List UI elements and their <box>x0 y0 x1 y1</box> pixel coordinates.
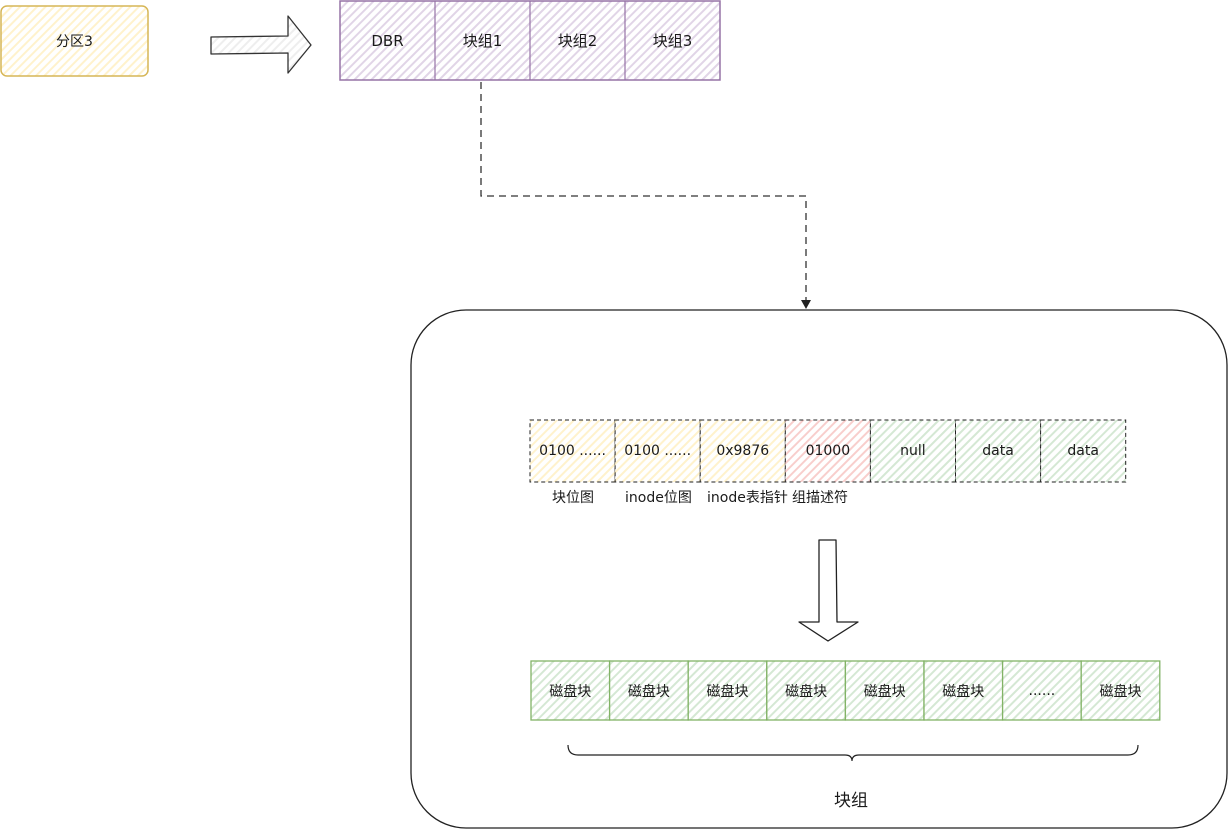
top-row <box>339 0 721 81</box>
disk-block-label: 磁盘块 <box>942 683 985 700</box>
top-row-cell-group3[interactable]: 块组3 <box>652 32 693 50</box>
disk-block-label: 磁盘块 <box>1099 683 1142 700</box>
disk-block-label: 磁盘块 <box>627 683 670 700</box>
detail-cell-label: 01000 <box>805 443 851 459</box>
detail-cell-label: 0100 ...... <box>539 443 606 459</box>
block-group-detail-row <box>529 419 1127 483</box>
detail-cell-box <box>1040 419 1127 483</box>
disk-block-box <box>1001 660 1082 721</box>
top-row-cell-group1[interactable]: 块组1 <box>462 32 503 50</box>
detail-cell-caption: 块位图 <box>552 490 594 506</box>
disk-block-box <box>923 660 1004 721</box>
detail-cell-label: data <box>1067 443 1099 459</box>
disk-block-box <box>687 660 768 721</box>
disk-block-label: 磁盘块 <box>706 683 749 700</box>
disk-block-box <box>1080 660 1161 721</box>
partition-label: 分区3 <box>56 34 93 50</box>
disk-block-label: 磁盘块 <box>863 683 906 700</box>
detail-cell-caption: 组描述符 <box>792 490 848 506</box>
group-brace <box>567 744 1139 762</box>
detail-cell-box <box>784 419 871 483</box>
detail-cell-label: 0x9876 <box>716 443 770 459</box>
disk-block-label: 磁盘块 <box>785 683 828 700</box>
detail-cell-box <box>869 419 957 483</box>
disk-block-box <box>766 660 847 721</box>
top-row-cell-dbr[interactable]: DBR <box>371 31 404 50</box>
detail-cell-label: data <box>982 443 1014 459</box>
detail-cell-box <box>614 419 701 483</box>
block-group-container <box>410 309 1228 829</box>
connector-arrowhead-icon <box>801 300 811 309</box>
dashed-connector <box>480 82 807 302</box>
detail-cell-box <box>529 419 616 483</box>
brace-label: 块组 <box>834 791 868 811</box>
disk-block-label: ...... <box>1028 682 1056 699</box>
partition-box <box>0 5 149 77</box>
disk-blocks-row <box>530 660 1161 721</box>
disk-block-label: 磁盘块 <box>549 683 592 700</box>
detail-cell-label: null <box>900 443 926 459</box>
detail-cell-box <box>699 419 786 483</box>
detail-cell-caption: inode表指针 <box>707 490 788 506</box>
disk-block-box <box>530 660 611 721</box>
top-row-cell-group2[interactable]: 块组2 <box>557 32 598 50</box>
detail-cell-box <box>955 419 1042 483</box>
right-arrow-icon <box>210 15 312 74</box>
disk-block-box <box>844 660 925 721</box>
detail-cell-label: 0100 ...... <box>624 443 692 459</box>
detail-cell-caption: inode位图 <box>625 490 692 506</box>
down-arrow-icon <box>798 539 859 642</box>
